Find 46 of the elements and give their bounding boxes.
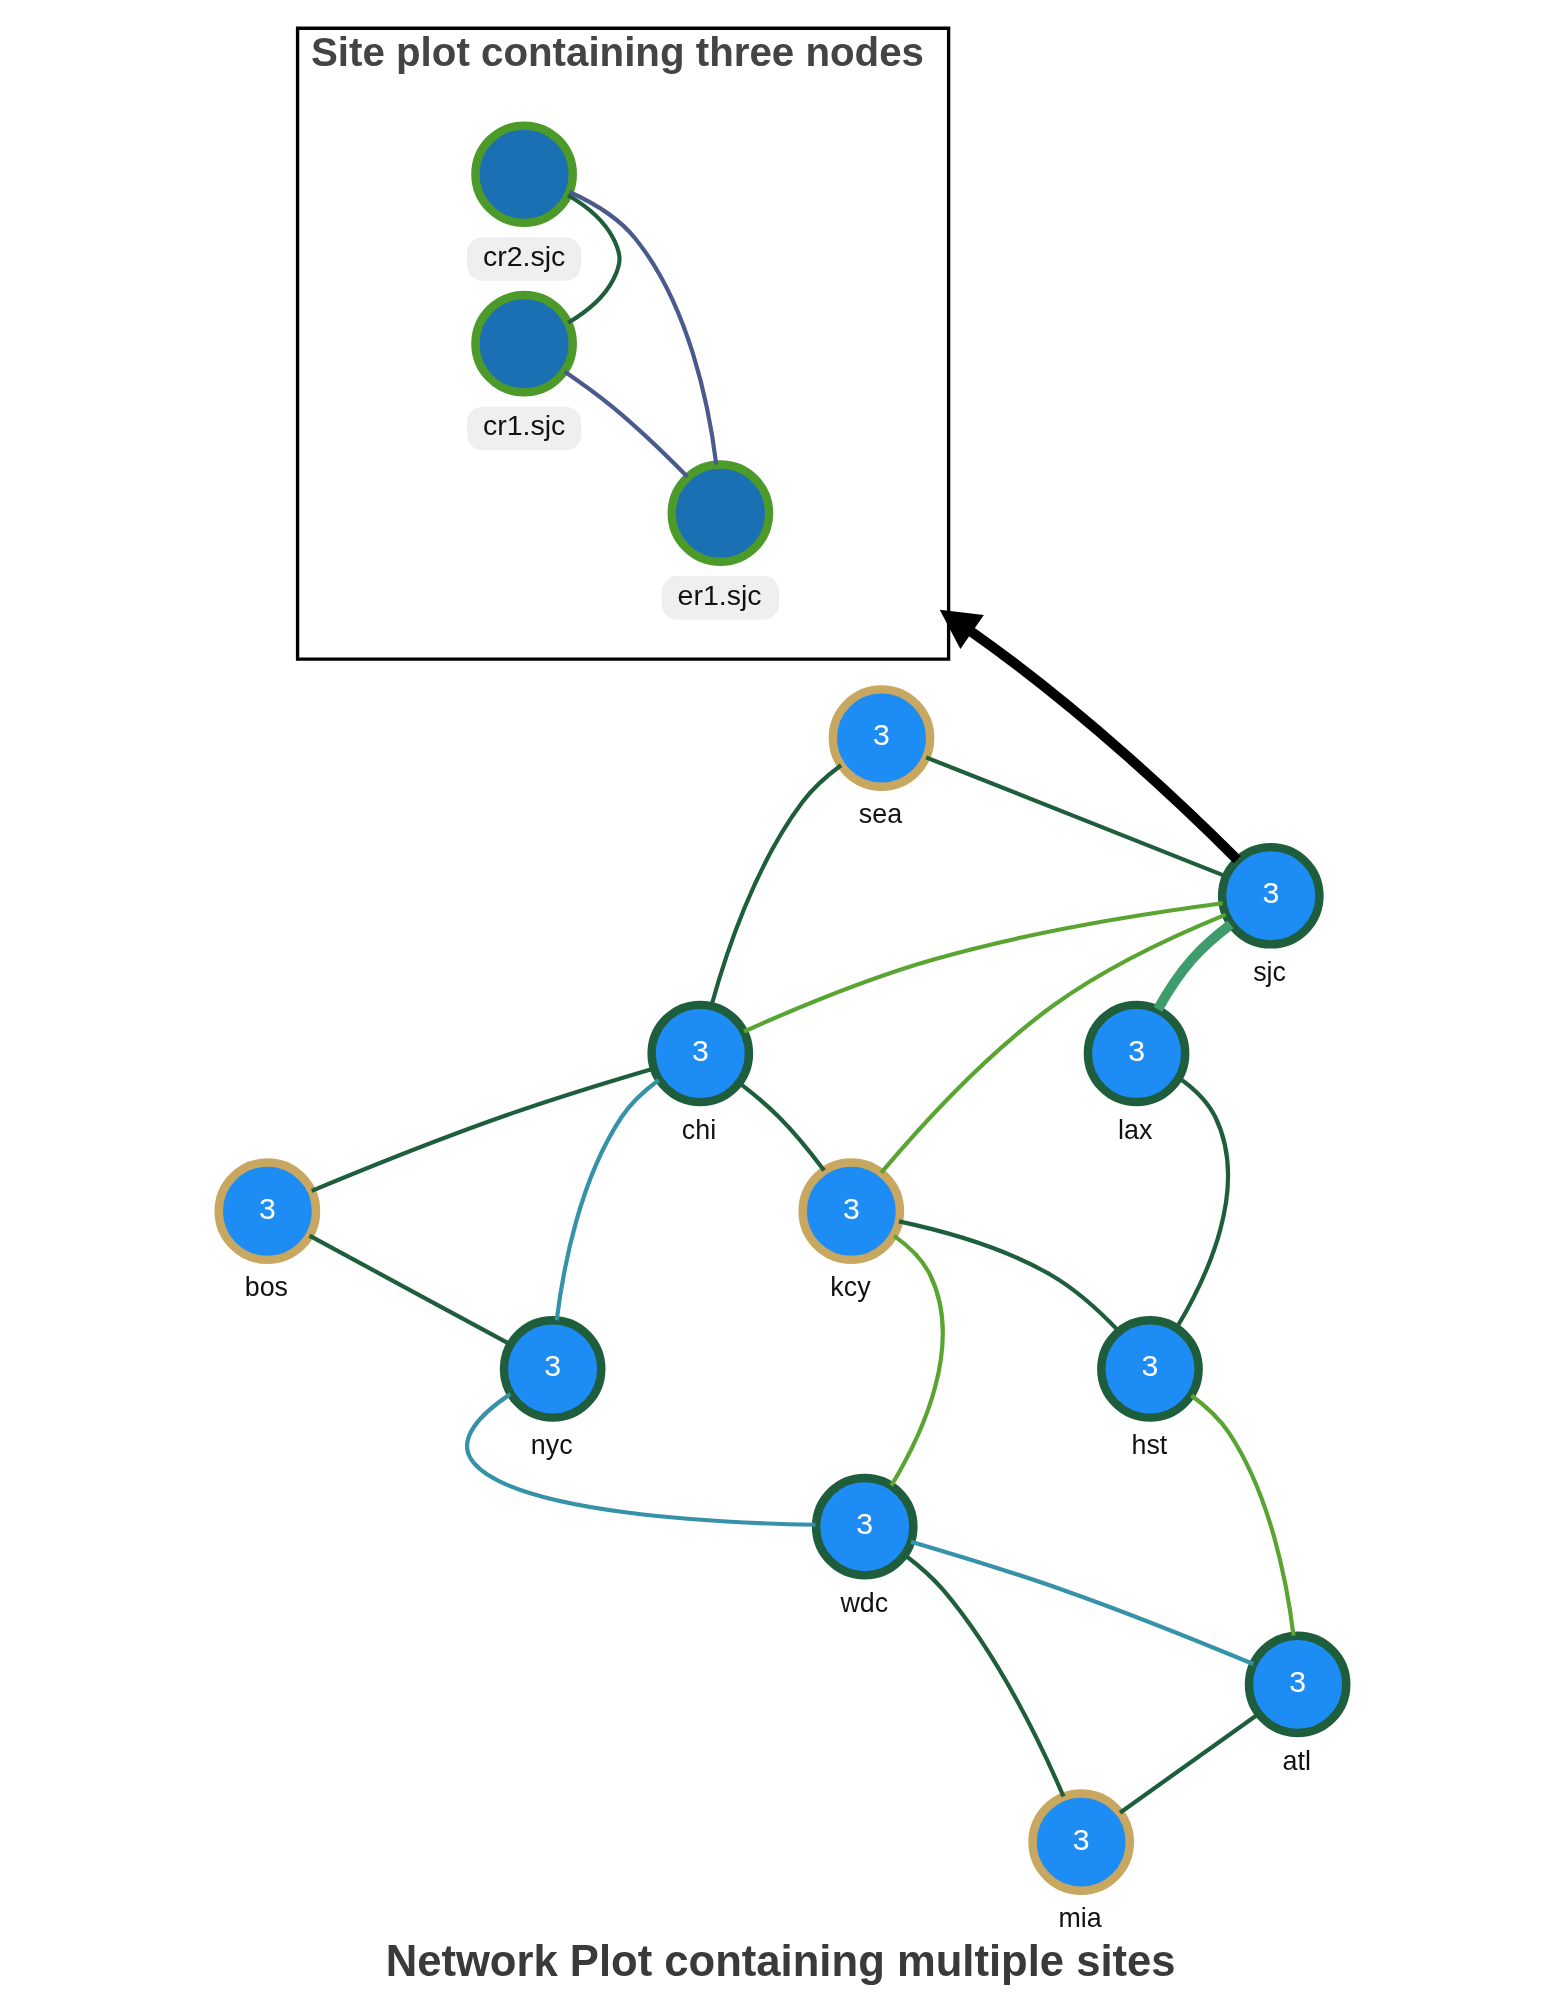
node-label: sjc bbox=[1252, 957, 1286, 987]
connector bbox=[307, 1233, 511, 1347]
node-circle: 3 bbox=[1096, 1316, 1203, 1422]
node-circle: 3 bbox=[797, 1158, 904, 1265]
node-circle: 3 bbox=[1217, 842, 1324, 949]
node-circle: 3 bbox=[811, 1473, 918, 1580]
connector bbox=[742, 901, 1223, 1034]
node-label: sea bbox=[858, 799, 902, 830]
node-label: chi bbox=[681, 1114, 716, 1145]
connector bbox=[562, 369, 689, 479]
node-circle: 3 bbox=[1083, 1000, 1189, 1107]
connector bbox=[1174, 1076, 1230, 1329]
connector bbox=[897, 1219, 1120, 1333]
connector bbox=[566, 193, 621, 325]
node-label: kcy bbox=[829, 1272, 871, 1303]
node-circle bbox=[470, 290, 577, 397]
node-label: cr2.sjc bbox=[482, 239, 565, 272]
connector bbox=[879, 912, 1226, 1174]
connector bbox=[554, 1078, 660, 1321]
connector bbox=[464, 1392, 815, 1527]
connector bbox=[889, 1234, 945, 1487]
node-label: lax bbox=[1117, 1114, 1152, 1145]
node-label: wdc bbox=[839, 1587, 888, 1618]
node-circle bbox=[667, 460, 773, 567]
caption: Network Plot containing multiple sites bbox=[385, 1937, 1176, 1986]
node-circle: 3 bbox=[1027, 1789, 1134, 1895]
node-circle: 3 bbox=[214, 1158, 320, 1265]
node-label: er1.sjc bbox=[677, 578, 762, 611]
node-label: atl bbox=[1282, 1745, 1311, 1776]
node-label: mia bbox=[1058, 1903, 1102, 1934]
connector bbox=[1189, 1393, 1296, 1637]
node-label: cr1.sjc bbox=[482, 409, 565, 442]
connector bbox=[1152, 920, 1234, 1012]
arrow bbox=[939, 609, 1241, 864]
node-circle: 3 bbox=[646, 1000, 753, 1107]
node-circle bbox=[470, 121, 577, 228]
node-label: nyc bbox=[530, 1430, 573, 1461]
connector bbox=[1118, 1712, 1260, 1815]
connector bbox=[568, 190, 718, 465]
node-circle: 3 bbox=[828, 685, 934, 791]
connector bbox=[903, 1553, 1065, 1798]
node-label: hst bbox=[1131, 1430, 1167, 1461]
node-circle: 3 bbox=[1244, 1631, 1350, 1738]
connector bbox=[909, 1539, 1254, 1666]
node-circle: 3 bbox=[499, 1316, 605, 1422]
node-label: bos bbox=[244, 1272, 288, 1303]
